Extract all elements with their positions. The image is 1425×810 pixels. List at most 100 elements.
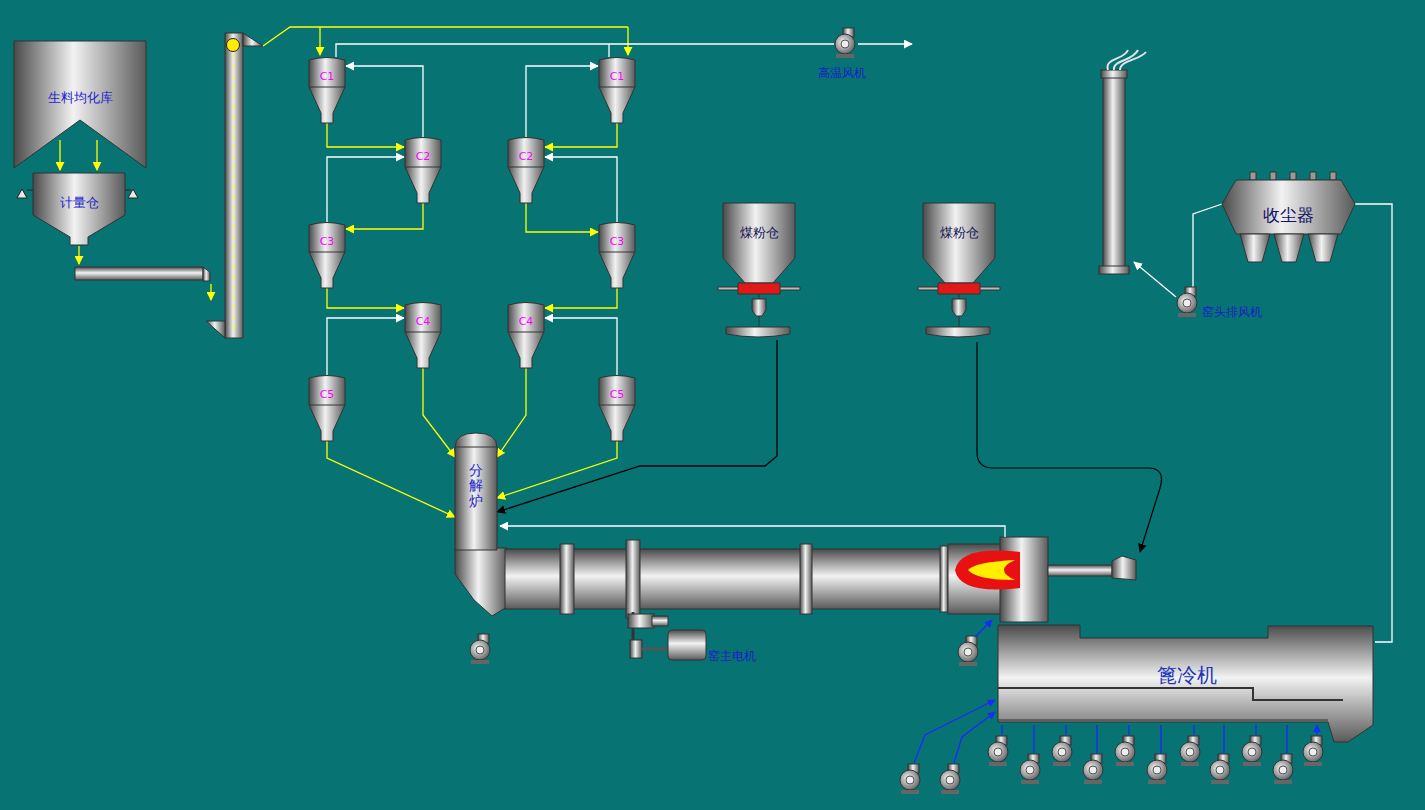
chimney-base: [1099, 266, 1129, 274]
smoke: [1107, 50, 1146, 70]
shape-part: [599, 58, 635, 124]
flow-line: [545, 123, 617, 147]
flow-line: [346, 66, 423, 137]
homogenizing-silo: 生料均化库: [14, 41, 146, 169]
shape-part: [952, 299, 966, 316]
shape-part: [599, 223, 635, 289]
exhaust-gas-line: [608, 44, 609, 57]
cyclone: C1: [598, 57, 636, 123]
fan: [1147, 754, 1167, 784]
elevator-head: [243, 33, 263, 46]
fan: [1273, 754, 1293, 784]
shape-part: [752, 299, 766, 316]
node-label: 计量仓: [60, 195, 99, 211]
flow-line: [346, 203, 423, 229]
shape-part: [508, 167, 544, 168]
shape-part: [959, 316, 960, 327]
node-label: C1: [320, 70, 335, 83]
shape-part: [309, 252, 345, 253]
tertiary-air-duct: [500, 526, 1005, 537]
flow-line: [526, 203, 598, 232]
shape-part: [726, 327, 790, 337]
fan: [1242, 736, 1262, 766]
grate-cooler: 篦冷机: [998, 620, 1375, 742]
elevator-path: [234, 54, 235, 330]
material-arrow: [78, 246, 79, 264]
cyclone-outline: [507, 137, 545, 203]
flow-line: [423, 368, 455, 457]
shape-part: [599, 252, 635, 253]
fan: [1052, 736, 1072, 766]
cyclone: C4: [507, 302, 545, 368]
shape-part: [1250, 172, 1336, 180]
cyclone: C5: [598, 375, 636, 441]
feed-line: [627, 27, 628, 55]
shape-part: [455, 447, 497, 448]
elevator-inlet: [206, 321, 225, 338]
shape-part: [723, 203, 795, 283]
air-arrow: [975, 620, 992, 637]
shape-part: [508, 303, 544, 369]
shape-part: [998, 688, 1343, 700]
cyclone: C2: [507, 137, 545, 203]
scale-symbol: [17, 189, 27, 198]
exhaust-line: [1134, 262, 1176, 297]
kiln-inlet-chamber: [455, 548, 507, 616]
flame: [955, 550, 1020, 589]
flow-line: [1355, 204, 1392, 642]
shape-part: [309, 58, 345, 124]
shape-part: [33, 173, 125, 245]
shape-part: [405, 138, 441, 204]
motor-shaft: [642, 648, 668, 651]
shape-part: [938, 283, 980, 294]
material-arrow: [59, 140, 60, 170]
kiln-tyre: [560, 544, 574, 614]
fan: [1210, 754, 1230, 784]
shape-part: [959, 294, 960, 299]
cyclone-outline: [404, 302, 442, 368]
flame-core: [968, 560, 1015, 580]
fan: [835, 28, 855, 58]
fan: [988, 736, 1008, 766]
gearbox: [630, 640, 642, 658]
shape-part: [738, 283, 780, 294]
shape-part: [309, 376, 345, 442]
cyclone-outline: [308, 222, 346, 288]
shape-part: [405, 332, 441, 333]
air-arrow: [954, 712, 995, 763]
cyclone: C5: [308, 375, 346, 441]
node-label: C3: [320, 235, 335, 248]
shape-part: [599, 376, 635, 442]
equipment-label: 高温风机: [818, 66, 866, 80]
shape-part: [1222, 180, 1355, 234]
node-label: 分解炉: [469, 463, 483, 509]
fan: [1083, 754, 1103, 784]
feed-line: [263, 27, 628, 46]
calciner: 分解炉: [455, 433, 497, 550]
node-label: 篦冷机: [1157, 663, 1217, 687]
cyclone-outline: [308, 375, 346, 441]
shape-part: [14, 41, 146, 168]
screw-conveyor: [75, 267, 203, 280]
conveyor-end: [203, 267, 210, 281]
shape-part: [759, 294, 760, 299]
shape-part: [599, 405, 635, 406]
shape-part: [405, 167, 441, 168]
cyclone-outline: [598, 375, 636, 441]
flow-line: [327, 123, 404, 147]
cyclone-outline: [598, 57, 636, 123]
coal-bin: 煤粉仓: [718, 203, 800, 340]
flow-line: [497, 441, 617, 498]
chimney-cap: [1101, 70, 1127, 78]
fan: [470, 634, 490, 664]
flow-line: [327, 288, 404, 308]
coal-bin: 煤粉仓: [918, 203, 1000, 340]
shape-part: [926, 327, 990, 337]
fan: [1303, 736, 1323, 766]
exhaust-gas-line: [336, 44, 834, 57]
shape-part: [1240, 234, 1270, 262]
shape-part: [599, 87, 635, 88]
shape-part: [508, 332, 544, 333]
kiln-motor: [668, 630, 706, 660]
